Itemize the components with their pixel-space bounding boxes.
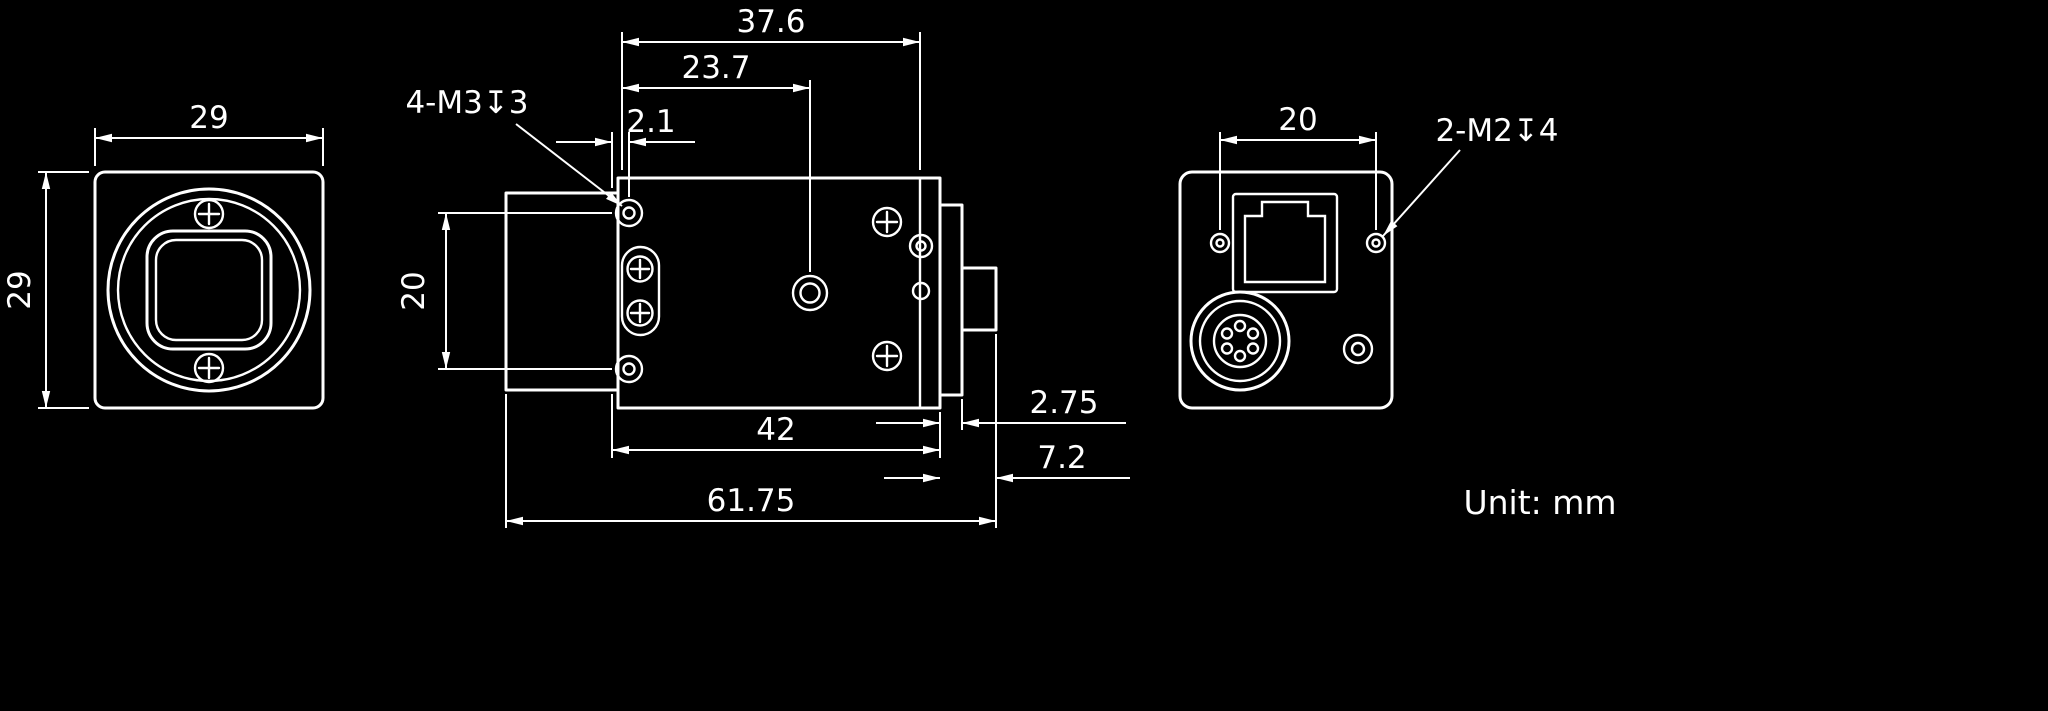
side-body-outline [616, 176, 942, 410]
hole-circle [1209, 232, 1231, 254]
lens-mount-outer-ring [106, 187, 312, 393]
dim-label-42: 42 [756, 412, 795, 448]
back-m2-hole-left [1209, 232, 1231, 254]
hole-circle [1215, 238, 1225, 248]
screw-circle [193, 198, 225, 230]
side-mount-hole-bottom [614, 354, 644, 384]
connector-outer-ring [1189, 290, 1291, 392]
hole-circle [1371, 238, 1381, 248]
hole-circle [614, 198, 644, 228]
connector-pin [1220, 327, 1234, 340]
back-view: 20 2-M2↧4 [1178, 102, 1559, 410]
hole-circle [1365, 232, 1387, 254]
side-mount-hole-top [614, 198, 644, 228]
front-width-dimension: 29 [94, 100, 324, 166]
ethernet-jack-opening [1243, 200, 1327, 284]
connector-pin [1220, 342, 1234, 355]
dim-label-2-1: 2.1 [626, 104, 675, 140]
unit-label: Unit: mm [1463, 483, 1616, 522]
lens-barrel-outline [504, 191, 620, 392]
connector-pin [1246, 342, 1260, 355]
rear-connector-outline [960, 266, 998, 332]
tripod-hole [791, 274, 829, 312]
dim-label-37-6: 37.6 [736, 4, 805, 40]
hole-circle [799, 282, 821, 304]
connector-pin [1233, 319, 1247, 333]
screw-circle [626, 299, 654, 327]
connector-inner-ring [1212, 313, 1268, 369]
back-thread-callout: 2-M2↧4 [1382, 113, 1559, 237]
callout-label-2-m2: 2-M2↧4 [1435, 113, 1558, 149]
side-dim-7-2: 7.2 [884, 440, 1130, 483]
led-inner-circle [1350, 341, 1366, 357]
status-led [1342, 333, 1374, 365]
dim-label-23-7: 23.7 [681, 50, 750, 86]
dim-label-back-20: 20 [1278, 102, 1317, 138]
front-screw-top [193, 198, 225, 230]
hole-circle [622, 206, 636, 220]
dim-label-front-width: 29 [189, 100, 228, 136]
seam-hole-top [908, 233, 934, 259]
hole-circle [915, 240, 927, 252]
front-screw-bottom [193, 352, 225, 384]
screw-circle [193, 352, 225, 384]
slot-screw-bottom [626, 299, 654, 327]
front-view: 29 29 [2, 100, 325, 410]
dim-label-front-height: 29 [2, 270, 38, 309]
back-plate-outline [938, 203, 964, 397]
seam-hole-bottom [911, 281, 931, 301]
power-io-connector [1189, 290, 1291, 392]
rear-screw-top [871, 206, 903, 238]
rear-screw-bottom [871, 340, 903, 372]
side-dim-61-75: 61.75 [505, 334, 997, 528]
screw-circle [871, 206, 903, 238]
leader-line [515, 123, 623, 207]
side-dim-2-75: 2.75 [876, 385, 1126, 430]
side-dim-20: 20 [396, 212, 612, 370]
led-outer-circle [1342, 333, 1374, 365]
back-m2-hole-right [1365, 232, 1387, 254]
slot-screw-top [626, 255, 654, 283]
back-body-outline [1178, 170, 1394, 410]
connector-pin [1246, 327, 1260, 340]
screw-circle [871, 340, 903, 372]
side-dim-42: 42 [611, 394, 941, 458]
connector-pin [1233, 349, 1247, 363]
sensor-window-inner [154, 238, 264, 342]
back-dim-20: 20 [1219, 102, 1377, 230]
connector-mid-ring [1198, 299, 1282, 383]
ethernet-jack-bezel [1231, 192, 1339, 294]
side-dim-37-6: 37.6 [621, 4, 921, 170]
screw-circle [626, 255, 654, 283]
dim-label-61-75: 61.75 [707, 483, 796, 519]
hole-circle [622, 362, 636, 376]
side-dim-23-7: 23.7 [622, 50, 811, 272]
hole-circle [791, 274, 829, 312]
dim-label-7-2: 7.2 [1037, 440, 1086, 476]
front-height-dimension: 29 [2, 171, 89, 409]
leader-line [1382, 149, 1461, 237]
side-slot-outline [620, 245, 661, 337]
front-body-outline [93, 170, 325, 410]
hole-circle [908, 233, 934, 259]
side-thread-callout: 4-M3↧3 [405, 85, 623, 207]
hole-circle [614, 354, 644, 384]
side-dim-2-1: 2.1 [556, 104, 695, 197]
dim-label-2-75: 2.75 [1029, 385, 1098, 421]
sensor-window-outer [145, 229, 273, 351]
callout-label-4-m3: 4-M3↧3 [405, 85, 528, 121]
side-view: 37.6 23.7 2.1 4-M3↧3 20 [396, 4, 1130, 528]
dim-label-20: 20 [396, 271, 432, 310]
